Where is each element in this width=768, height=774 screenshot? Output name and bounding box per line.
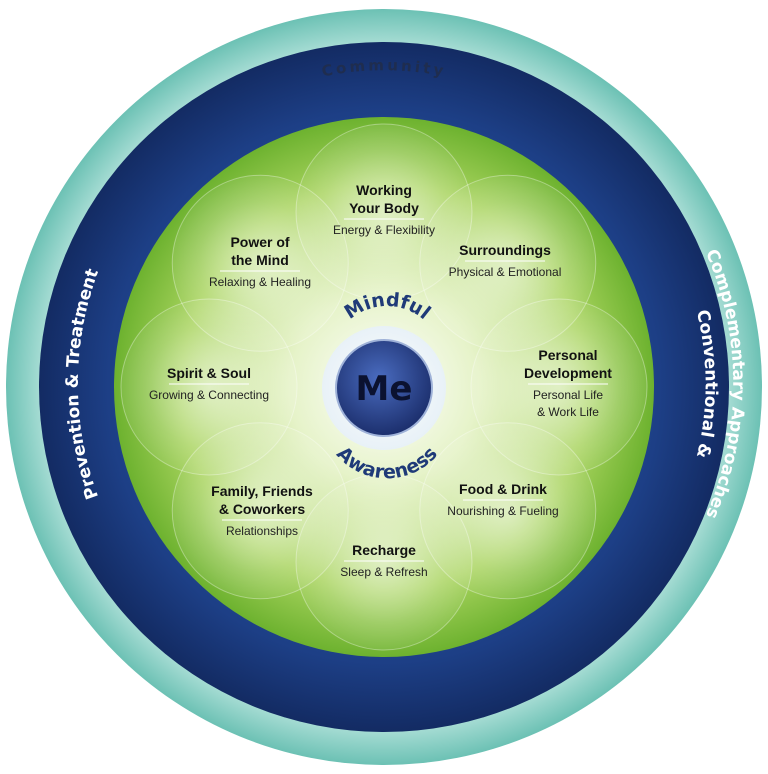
petal-title: & Coworkers [219,501,306,517]
petal-shapes [120,123,648,651]
petal-title: Spirit & Soul [167,365,251,381]
petal-title: Surroundings [459,242,551,258]
petal-subtitle: Growing & Connecting [149,388,269,402]
petal-title: Your Body [349,200,419,216]
petal-title: Development [524,365,612,381]
petal-subtitle: Nourishing & Fueling [447,504,558,518]
petal-subtitle: & Work Life [537,405,599,419]
petal-title: Food & Drink [459,481,547,497]
petal-title: Working [356,182,412,198]
petal-subtitle: Relationships [226,524,298,538]
me-label: Me [356,369,413,409]
petal-title: Recharge [352,542,416,558]
petal-title: Personal [538,347,597,363]
petal-title: Power of [230,234,289,250]
petal-subtitle: Sleep & Refresh [340,565,427,579]
petal-subtitle: Relaxing & Healing [209,275,311,289]
me-circle [335,339,433,437]
petal-subtitle: Physical & Emotional [449,265,562,279]
petal-subtitle: Energy & Flexibility [333,223,435,237]
petal-title: Family, Friends [211,483,313,499]
petal-title: the Mind [231,252,289,268]
petal-power-of-the-mind [171,174,349,352]
petal-subtitle: Personal Life [533,388,603,402]
